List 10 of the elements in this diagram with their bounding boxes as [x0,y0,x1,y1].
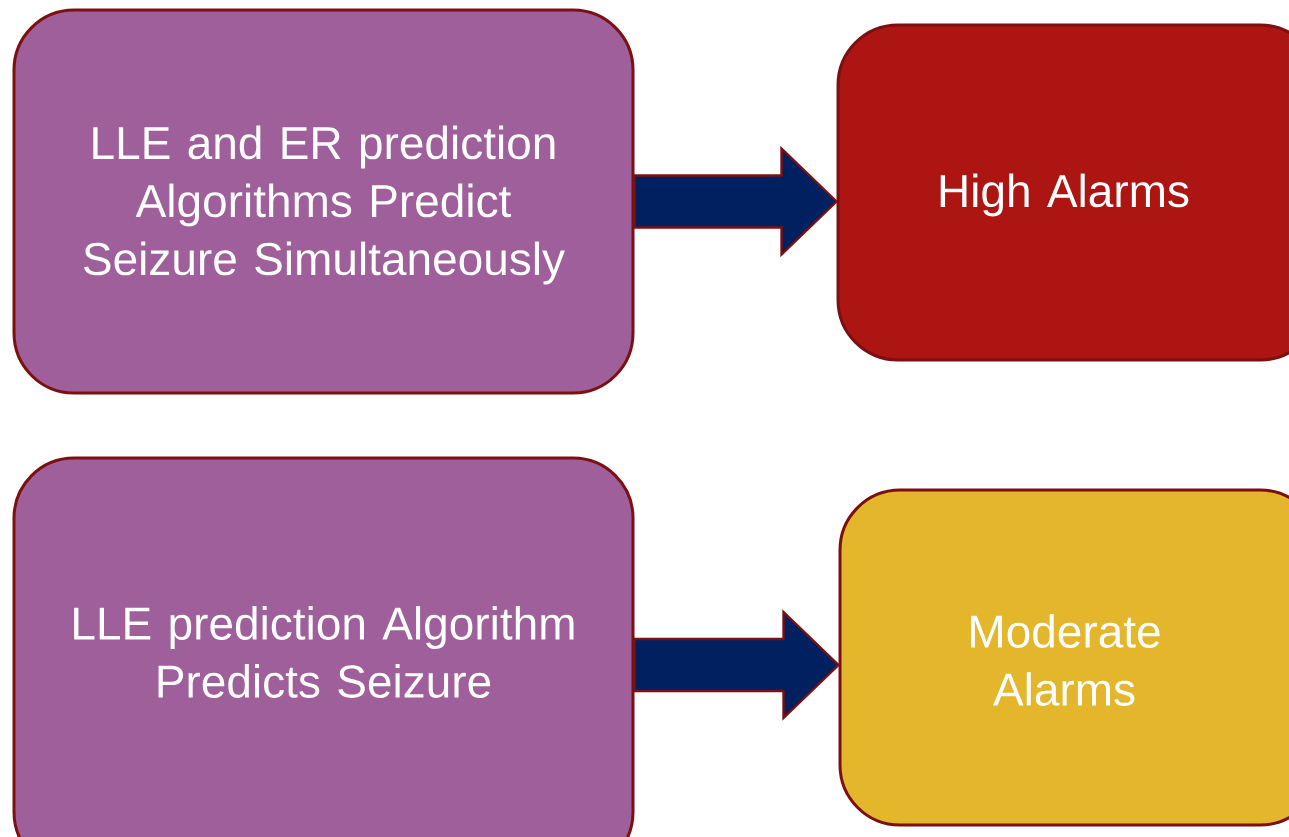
process-box [838,488,1289,827]
block-arrow [633,145,839,258]
box-label: Moderate Alarms [971,614,1160,706]
box-label: LLE and ER prediction Algorithms Predict Seizure Simultaneously [84,125,565,285]
block-arrow [633,609,841,721]
box-label: LLE prediction Algorithm Predicts Seizure [74,606,574,698]
process-box [12,8,635,395]
process-box [12,456,635,837]
process-box [836,23,1289,362]
box-label: High Alarms [940,173,1189,217]
